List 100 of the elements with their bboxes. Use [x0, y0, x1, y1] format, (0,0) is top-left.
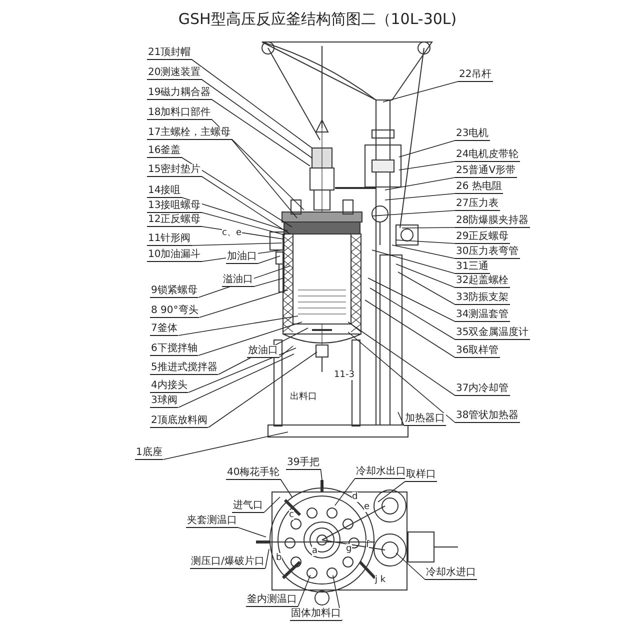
leader-line [198, 322, 302, 356]
leader-line [332, 574, 342, 621]
callout-label: 25普通V形带 [455, 165, 517, 178]
callout-label: 27压力表 [455, 198, 500, 211]
callout-label: 30压力表弯管 [455, 246, 520, 259]
leader-line [320, 469, 324, 488]
callout-label: 26 热电阻 [455, 181, 503, 194]
leader-line [396, 240, 456, 244]
callout-label: 17主螺栓，主螺母 [147, 127, 232, 140]
leader-line [280, 479, 292, 498]
leader-line [231, 139, 298, 218]
callout-label: 28防爆膜夹持器 [455, 215, 530, 228]
leader-line [372, 250, 456, 274]
callout-label: 18加料口部件 [147, 107, 212, 120]
part-letter: b [276, 553, 282, 563]
callout-label: 1底座 [135, 447, 164, 460]
callout-label: 24电机皮带轮 [455, 149, 520, 162]
callout-label: 测压口/爆破片口 [190, 556, 266, 569]
part-letter: 出料口 [290, 392, 317, 402]
callout-label: 19磁力耦合器 [147, 87, 212, 100]
leader-line [188, 348, 296, 393]
callout-label: 固体加料口 [290, 608, 342, 621]
leader-line [348, 322, 456, 396]
callout-label: 39手把 [286, 457, 321, 470]
callout-label: 5推进式搅拌器 [150, 362, 218, 375]
leader-line [398, 161, 456, 170]
callout-label: 37内冷却管 [455, 383, 510, 396]
callout-label: 29正反螺母 [455, 231, 510, 244]
leader-line [258, 256, 280, 264]
leader-line [264, 496, 280, 513]
callout-label: 加油口 [226, 251, 258, 264]
leader-line [191, 242, 282, 246]
callout-label: 13接咀螺母 [147, 200, 202, 213]
part-letter: c、e [222, 228, 242, 238]
part-letter: e [364, 502, 370, 512]
callout-label: 溢油口 [222, 274, 254, 287]
leader-line [178, 316, 298, 336]
part-letter: f [366, 540, 370, 550]
leader-line [218, 328, 308, 375]
leader-line [208, 352, 318, 428]
leader-line [211, 119, 304, 210]
callout-label: 10加油漏斗 [147, 249, 202, 262]
leader-line [334, 478, 356, 506]
leader-line [392, 244, 456, 259]
leader-line [181, 197, 288, 232]
callout-label: 9锁紧螺母 [150, 285, 198, 298]
leader-line [178, 354, 294, 408]
callout-label: 11针形阀 [147, 233, 192, 246]
callout-label: 夹套测温口 [186, 515, 238, 528]
callout-label: 20测速装置 [147, 67, 202, 80]
leader-line [201, 176, 290, 234]
callout-label: 23电机 [455, 128, 490, 141]
callout-label: 12正反螺母 [147, 214, 202, 227]
leader-line [396, 264, 456, 288]
leader-line [181, 157, 292, 228]
leader-line [368, 278, 456, 322]
leader-line [278, 346, 294, 358]
leader-line [398, 272, 456, 305]
part-letter: 11-3 [334, 370, 354, 380]
leader-line [372, 210, 456, 216]
callout-label: 16釜盖 [147, 145, 182, 158]
callout-label: 40梅花手轮 [226, 467, 281, 480]
leader-line [201, 79, 312, 158]
callout-label: 冷却水进口 [425, 567, 477, 580]
leader-line [364, 300, 456, 358]
callout-label: 4内接头 [150, 380, 188, 393]
leader-line [402, 227, 456, 228]
leader-line [201, 250, 282, 262]
callout-label: 22吊杆 [458, 69, 493, 82]
callout-label: 釜内测温口 [246, 594, 298, 607]
part-letter: c [289, 510, 294, 520]
leader-line [198, 290, 288, 318]
part-letter: j k [375, 575, 386, 585]
callout-label: 冷却水出口 [355, 466, 407, 479]
leader-line [398, 140, 456, 158]
diagram-title: GSH型高压反应釜结构简图二（10L-30L) [177, 10, 458, 29]
leader-line [370, 288, 456, 340]
leader-line [348, 332, 456, 423]
callout-label: 32起盖螺栓 [455, 275, 510, 288]
callout-label: 15密封垫片 [147, 164, 202, 177]
leader-line [382, 81, 458, 102]
callout-label: 2顶底放料阀 [150, 415, 208, 428]
callout-label: 31三通 [455, 261, 490, 274]
callout-label: 取样口 [405, 469, 437, 482]
callout-label: 38管状加热器 [455, 410, 520, 423]
part-letter: a [312, 546, 318, 556]
leader-line [264, 548, 270, 569]
leader-line [201, 226, 284, 240]
callout-label: 放油口 [247, 345, 279, 358]
leader-line [238, 527, 266, 538]
leader-line [201, 212, 286, 236]
callout-label: 8 90°弯头 [150, 305, 200, 318]
callout-label: 34测温套管 [455, 309, 510, 322]
callout-label: 36取样管 [455, 345, 500, 358]
leader-line [191, 59, 312, 148]
callout-label: 35双金属温度计 [455, 327, 530, 340]
leader-line [384, 177, 456, 190]
leader-line [162, 432, 288, 460]
callout-label: 7釜体 [150, 323, 178, 336]
callout-label: 进气口 [232, 500, 264, 513]
